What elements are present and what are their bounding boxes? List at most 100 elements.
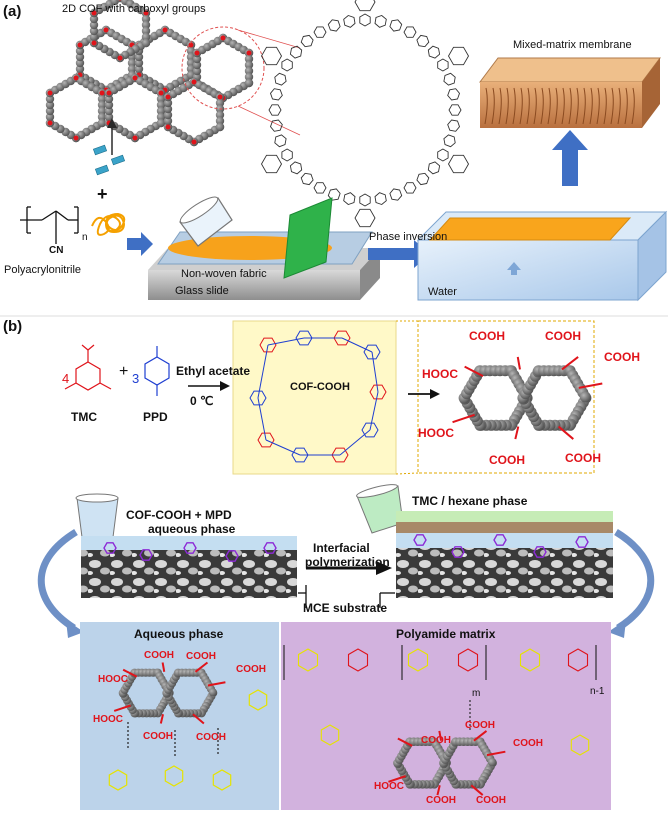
chain-ring [567, 648, 589, 672]
membrane-pore [519, 87, 523, 125]
benzene-ring [289, 161, 303, 175]
hooc-label-2: HOOC [418, 426, 454, 440]
carboxyl-dot [165, 124, 171, 130]
up-arrow-in-water [507, 262, 521, 275]
cof-chemical-structure [260, 0, 470, 228]
chain-ring [457, 648, 479, 672]
ring-unit [361, 422, 379, 438]
membrane-pore [610, 87, 614, 125]
reaction-arrow-head [220, 381, 230, 391]
benzene-ring [289, 45, 303, 59]
benzene-ring [343, 14, 356, 28]
cof-bead [215, 98, 225, 108]
carboxyl-dot [132, 75, 138, 81]
membrane-pore [617, 87, 621, 125]
plus-sign-b: + [119, 363, 129, 380]
carboxyl-bond [194, 661, 209, 673]
benzene-ring [268, 104, 282, 116]
cof-title: 2D COF with carboxyl groups [62, 3, 206, 15]
linker-ring [354, 0, 376, 12]
benzene-ring [447, 88, 461, 101]
cof-honeycomb [45, 0, 254, 147]
pa-cooh-2: COOH [465, 720, 495, 731]
carboxyl-dot [77, 42, 83, 48]
water-label: Water [428, 286, 457, 298]
benzene-ring [281, 58, 293, 72]
bead [487, 757, 497, 767]
carboxyl-bond [470, 784, 484, 796]
aqueous-bead-model [113, 661, 226, 725]
benzene-ring [416, 172, 430, 186]
ring-unit [249, 390, 267, 406]
polyamide-sub-n1: n-1 [590, 686, 605, 697]
aq-cooh-5: COOH [196, 732, 226, 743]
cof-cooh-label: COF-COOH [290, 381, 350, 393]
carboxyl-bond [464, 365, 484, 378]
cof-bead [163, 110, 173, 120]
cof-bead [134, 52, 144, 62]
cof-bead [215, 122, 225, 132]
benzene-ring [389, 188, 403, 201]
linker-ring [260, 154, 283, 174]
organic-layer-right [396, 511, 613, 522]
purple-cof-particles [103, 534, 589, 562]
cof-bead [192, 54, 202, 64]
cof-bead [134, 64, 144, 74]
membrane-pore [624, 87, 628, 125]
benzene-ring [427, 161, 441, 175]
cof-bead [97, 94, 107, 104]
ppd-label: PPD [143, 410, 168, 424]
cof-bead [75, 52, 85, 62]
zoom-line-bottom [237, 105, 301, 136]
interfacial-label-1: Interfacial [313, 541, 370, 555]
polyamide-chain [283, 645, 597, 756]
cof-bead [215, 110, 225, 120]
benzene-ring [447, 119, 461, 132]
benzene-ring [374, 14, 387, 28]
aq-hooc-1: HOOC [98, 674, 128, 685]
carboxyl-bond [578, 382, 603, 389]
membrane-in-water [428, 217, 632, 241]
organic-beaker [356, 484, 404, 534]
polymer-cn: CN [49, 245, 64, 256]
cof-bead [104, 106, 114, 116]
cof-bead [141, 26, 151, 36]
carboxyl-bond [159, 713, 164, 724]
cof-bead [156, 118, 166, 128]
benzene-ring [437, 58, 449, 72]
chain-ring [297, 648, 319, 672]
carboxyl-bond [113, 704, 131, 712]
membrane-pore [498, 87, 502, 125]
benzene-ring [359, 193, 371, 207]
pa-cooh-5: COOH [476, 795, 506, 806]
cof-bead [244, 54, 254, 64]
membrane-pore [512, 87, 516, 125]
membrane-pore [547, 87, 551, 125]
polyamide-bead-model [388, 730, 506, 796]
pa-cooh-4: COOH [426, 795, 456, 806]
glass-label: Glass slide [175, 285, 229, 297]
chain-ring [570, 734, 590, 756]
polyamide-layer-right [396, 522, 613, 533]
cof-bead [104, 112, 114, 122]
aq-cooh-3: COOH [236, 664, 266, 675]
ring-unit [363, 344, 381, 360]
ring-bond [257, 397, 267, 441]
benzene-ring [374, 192, 387, 206]
cof-bead [244, 78, 254, 88]
polymer-chain [91, 212, 126, 236]
cof-particle [451, 546, 465, 558]
mce-substrate-label: MCE substrate [303, 601, 388, 615]
cof-cooh-bead-model [452, 356, 603, 440]
ring-bond [339, 429, 371, 456]
cof-particle [225, 550, 239, 562]
cof-bead [89, 20, 99, 30]
membrane-pore [484, 87, 488, 125]
ring-bond [265, 439, 301, 456]
arrow-phase-inversion [368, 240, 430, 268]
benzene-ring [313, 26, 327, 38]
carboxyl-dot [91, 40, 97, 46]
cof-bead [97, 106, 107, 116]
carboxyl-bond [436, 785, 441, 796]
ring-bond [257, 344, 269, 399]
